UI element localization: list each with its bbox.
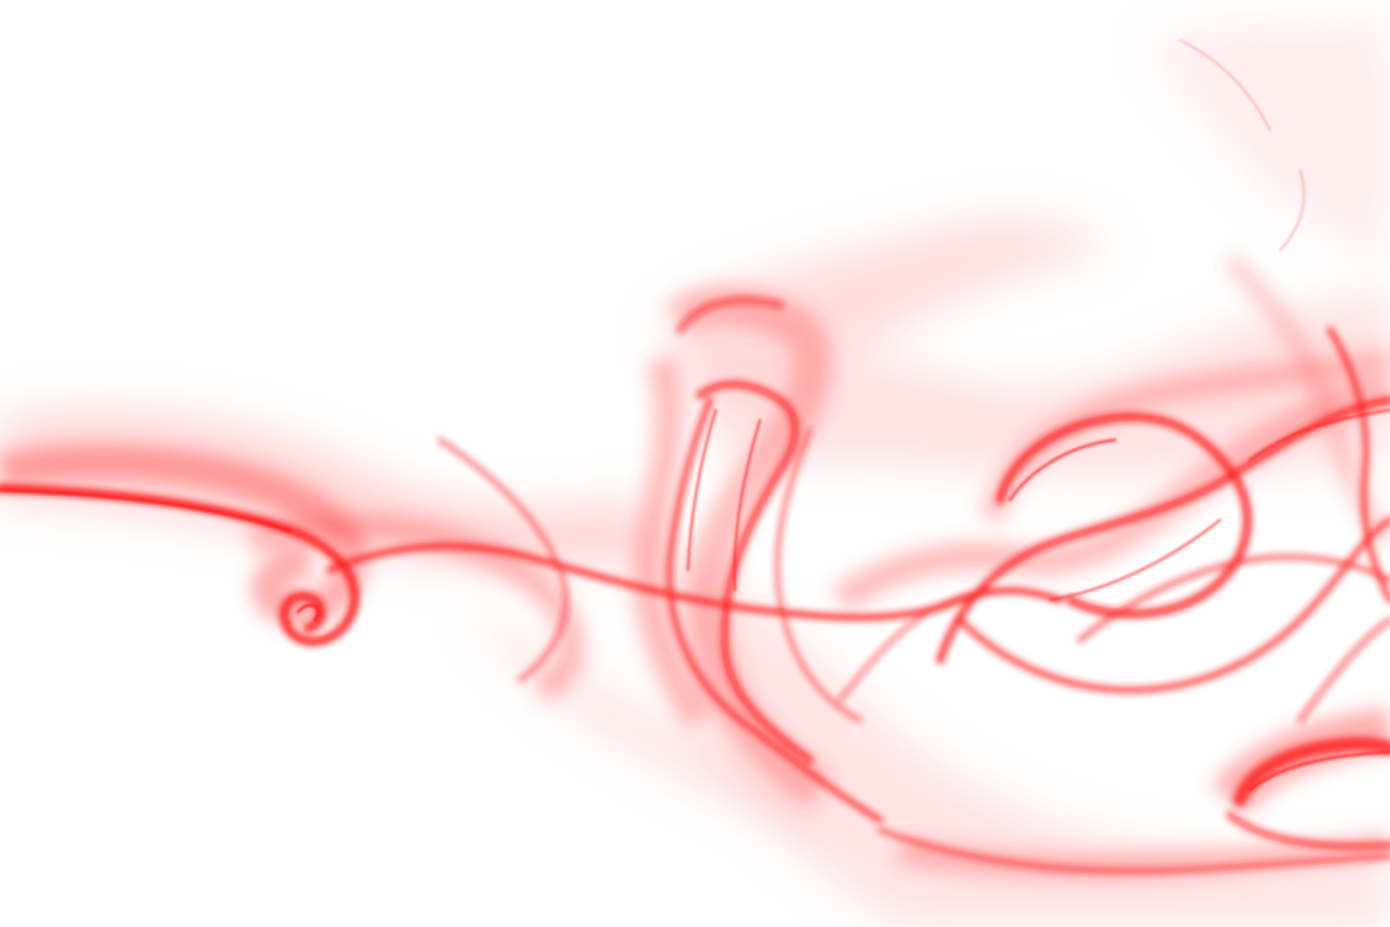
smoke-filament-layer	[0, 39, 1390, 792]
smoke-wisp-layer	[0, 296, 1390, 874]
smoke-haze-layer	[0, 20, 1390, 927]
